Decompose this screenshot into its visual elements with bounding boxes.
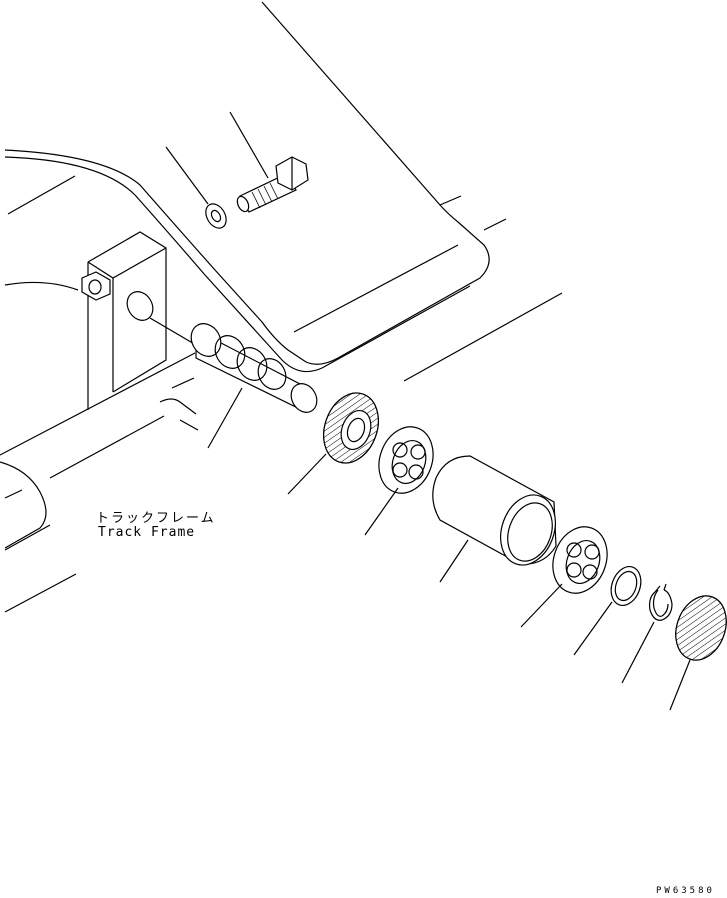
pin-bore	[126, 291, 154, 321]
nut-icon	[81, 271, 111, 301]
track-frame-beam	[0, 352, 199, 613]
pin-shaft	[149, 317, 318, 449]
bolt	[229, 111, 309, 213]
track-frame-bracket	[4, 231, 167, 410]
bearing-2	[520, 526, 608, 628]
washer	[165, 146, 227, 229]
drawing-code: PW63580	[656, 886, 715, 896]
track-frame-label-jp: トラックフレーム	[96, 511, 216, 526]
upper-plate	[4, 1, 563, 382]
end-cap	[669, 595, 727, 711]
snap-ring	[621, 583, 673, 684]
track-frame-label-en: Track Frame	[98, 525, 196, 540]
bushing	[432, 455, 557, 583]
dust-seal	[287, 392, 379, 495]
spacer-ring	[573, 566, 642, 656]
bearing-1	[364, 426, 434, 536]
